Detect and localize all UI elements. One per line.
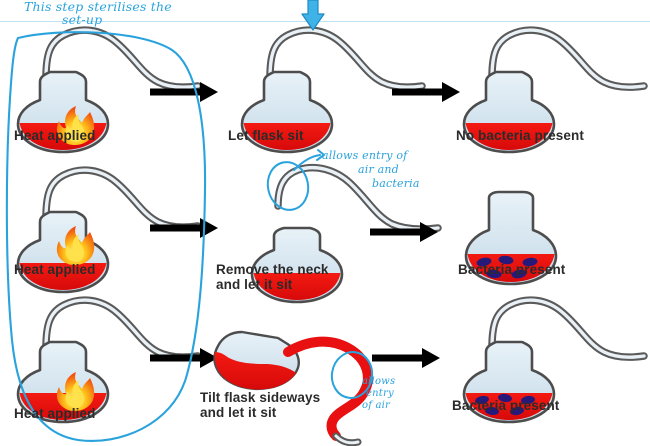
row-2-arrow-1	[150, 218, 218, 238]
label-r1-step1: Heat applied	[14, 128, 96, 143]
label-r1-step3: No bacteria present	[456, 128, 584, 143]
label-r3-step3: Bacteria present	[452, 398, 560, 413]
annotation-air-line2: entry	[366, 388, 394, 399]
label-r2-step1: Heat applied	[14, 262, 96, 277]
row-3-flask-heated	[18, 300, 198, 422]
row-3-flask-tilted	[215, 332, 368, 443]
annotation-air-bacteria-line2: air and	[358, 163, 399, 176]
annotation-air-line3: of air	[362, 400, 391, 411]
page-ruled-line	[0, 21, 650, 22]
label-r1-step2: Let flask sit	[228, 128, 304, 143]
row-1-arrow-2	[392, 82, 460, 102]
label-r3-step2: Tilt flask sideways and let it sit	[200, 390, 321, 420]
blue-down-arrow-icon	[301, 0, 325, 31]
annotation-sterilise-line2: set-up	[62, 12, 103, 27]
label-r3-step1: Heat applied	[14, 406, 96, 421]
label-r2-step3: Bacteria present	[458, 262, 566, 277]
annotation-air-bacteria-line1: allows entry of	[322, 149, 408, 162]
annotation-air-line1: allows	[362, 376, 396, 387]
row-1-arrow-1	[150, 82, 218, 102]
annotation-sterilise-line1: This step sterilises the	[24, 0, 172, 14]
label-r2-step2: Remove the neck and let it sit	[216, 262, 329, 292]
row-3-arrow-2	[372, 348, 440, 368]
broken-neck-circle-annotation	[266, 149, 326, 211]
row-2-arrow-2	[370, 222, 438, 242]
row-3-arrow-1	[150, 348, 218, 368]
annotation-air-bacteria-line3: bacteria	[372, 177, 420, 190]
heat-column-circle-annotation	[5, 31, 207, 442]
